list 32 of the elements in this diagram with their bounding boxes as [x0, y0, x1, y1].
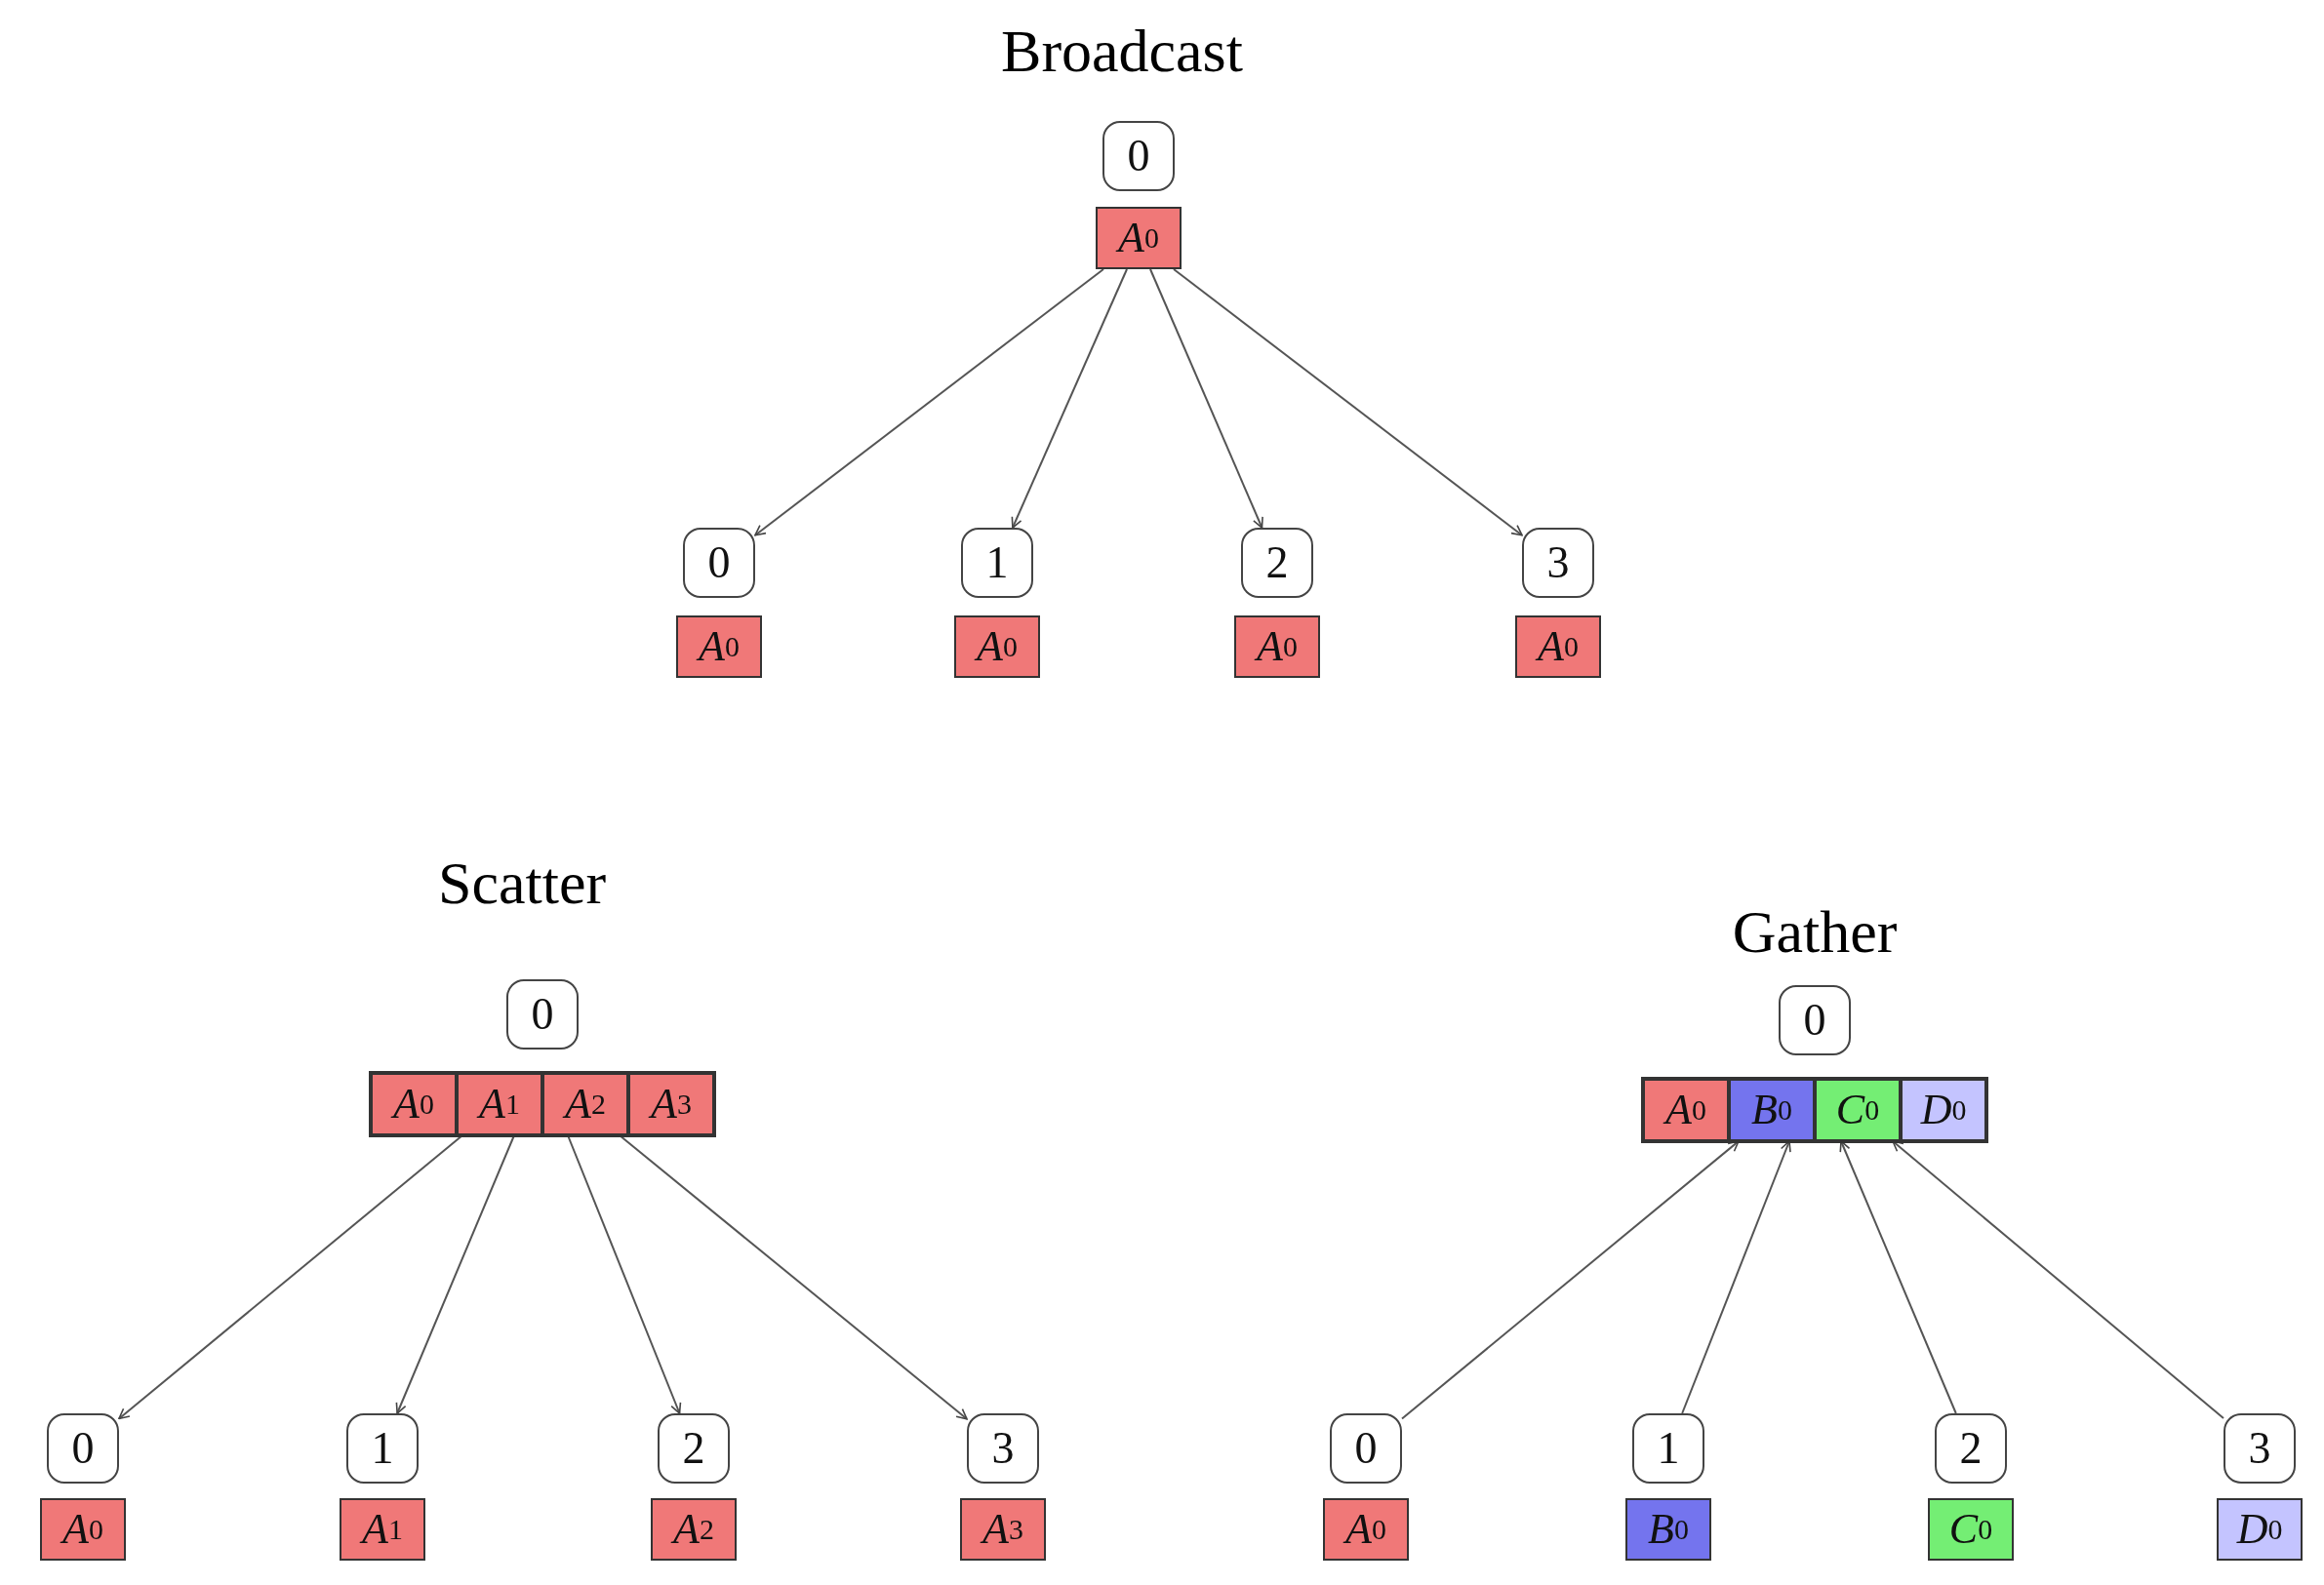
rank-box: 3 — [1522, 528, 1594, 598]
data-row — [371, 1073, 714, 1135]
arrow — [1011, 268, 1128, 529]
section-title: Broadcast — [1001, 16, 1243, 86]
arrow — [754, 268, 1104, 536]
rank-box: 1 — [346, 1413, 419, 1484]
rank-box: 0 — [1102, 121, 1175, 191]
arrow — [1839, 1140, 1957, 1414]
rank-box: 0 — [506, 979, 579, 1050]
rank-box: 2 — [658, 1413, 730, 1484]
rank-box: 3 — [967, 1413, 1039, 1484]
rank-box: 1 — [961, 528, 1033, 598]
arrow — [1401, 1140, 1740, 1420]
rank-box: 2 — [1241, 528, 1313, 598]
rank-box: 2 — [1935, 1413, 2007, 1484]
arrow — [1149, 268, 1263, 529]
arrow — [118, 1134, 463, 1420]
rank-box: 0 — [47, 1413, 119, 1484]
arrow — [1681, 1140, 1791, 1414]
section-title: Scatter — [437, 848, 607, 918]
rank-box: 0 — [1779, 985, 1851, 1055]
arrow — [567, 1134, 682, 1414]
rank-box: 1 — [1632, 1413, 1704, 1484]
rank-box: 0 — [683, 528, 755, 598]
arrow — [1173, 268, 1523, 536]
rank-box: 0 — [1330, 1413, 1402, 1484]
section-title: Gather — [1732, 896, 1898, 967]
rank-box: 3 — [2224, 1413, 2296, 1484]
arrow — [619, 1134, 968, 1420]
data-row — [1643, 1079, 1986, 1141]
arrow — [1892, 1140, 2224, 1419]
arrow — [395, 1134, 515, 1414]
